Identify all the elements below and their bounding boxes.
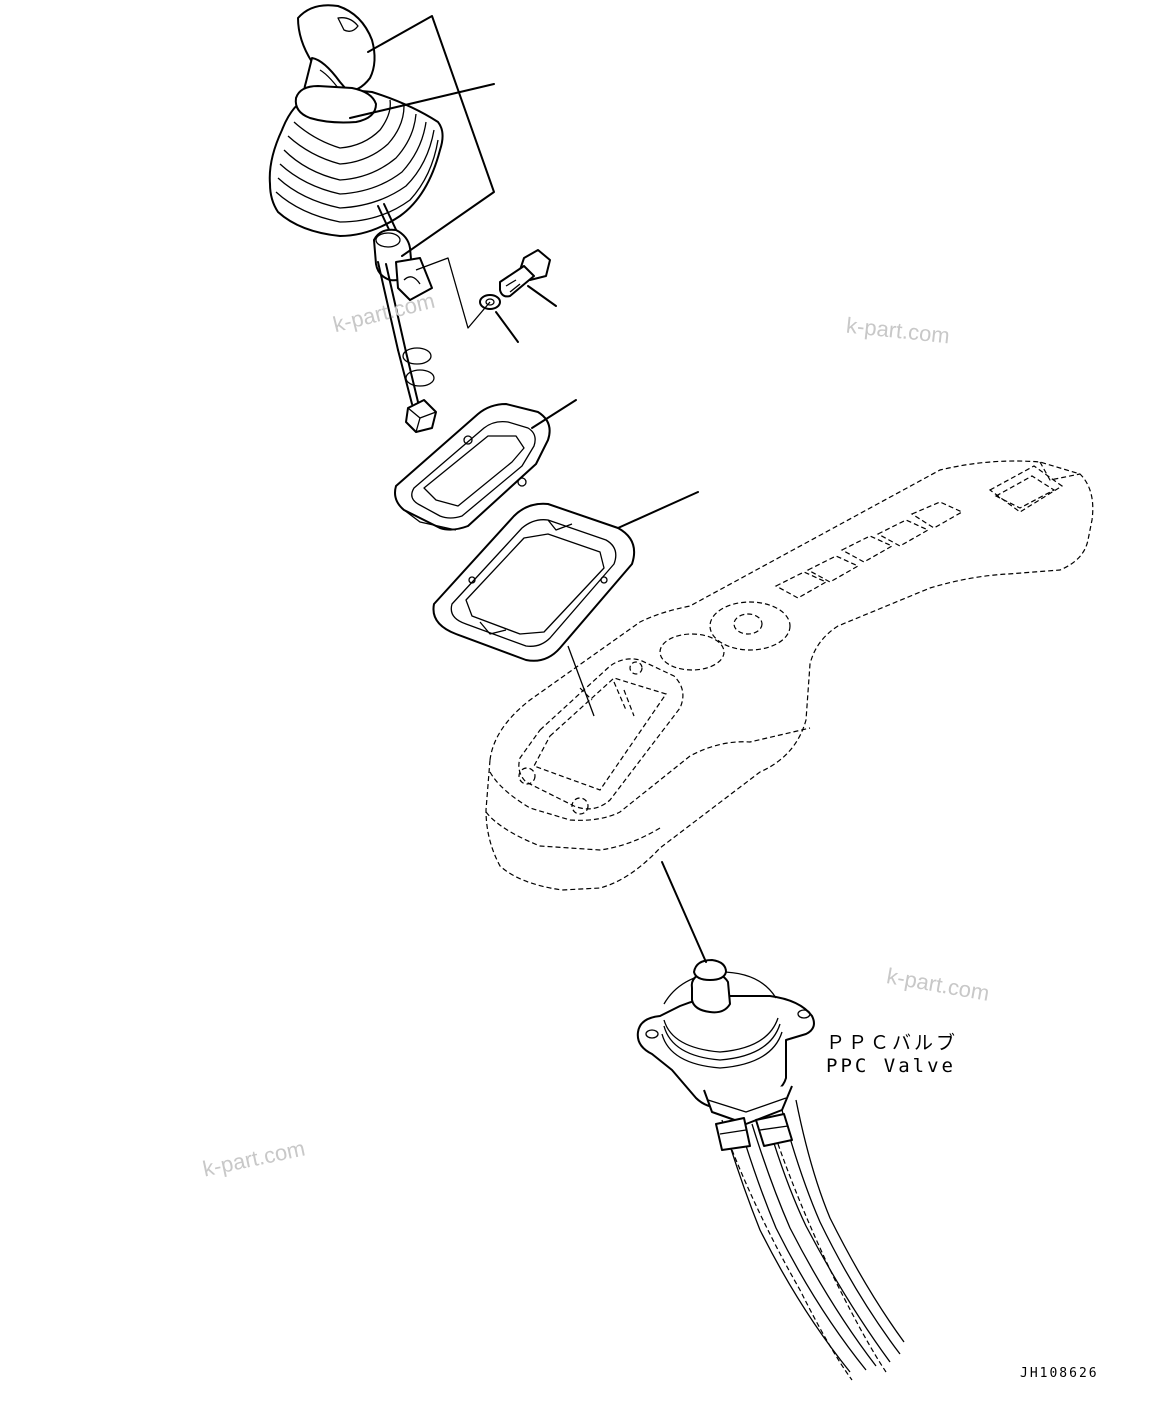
hydraulic-hoses — [715, 1099, 905, 1381]
console-armrest — [485, 460, 1094, 891]
boot-seal-plate — [432, 502, 636, 662]
lever-boot — [268, 85, 444, 237]
leader-lines — [349, 15, 707, 963]
bolt — [499, 249, 551, 298]
drawing-id: JH108626 — [1020, 1366, 1099, 1381]
ppc-valve — [636, 959, 815, 1125]
ppc-valve-label-en: PPC Valve — [826, 1055, 956, 1077]
ppc-valve-label-jp: ＰＰＣバルブ — [826, 1032, 959, 1054]
boot-retainer-plate — [394, 403, 551, 531]
lever-rod — [373, 203, 437, 433]
